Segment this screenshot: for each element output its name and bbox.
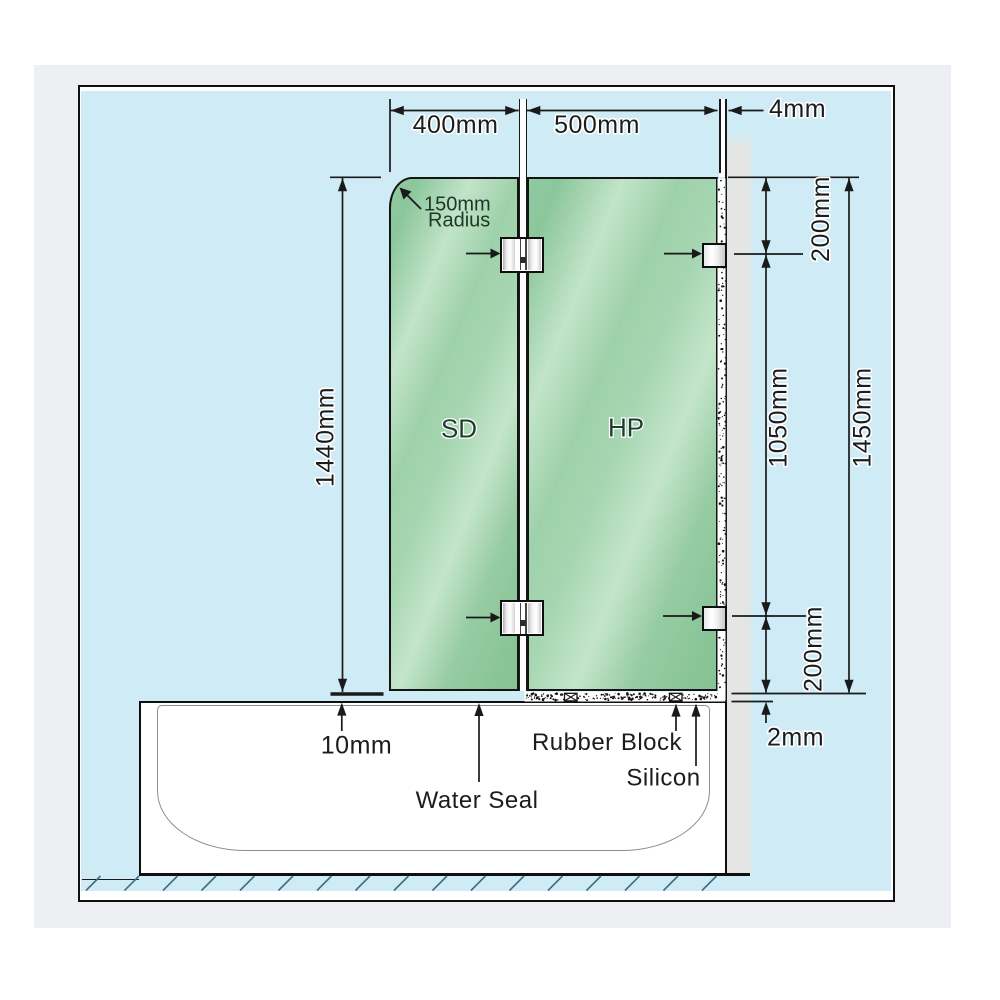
svg-text:10mm: 10mm bbox=[321, 732, 392, 760]
svg-text:400mm: 400mm bbox=[413, 111, 499, 139]
svg-text:1440mm: 1440mm bbox=[312, 387, 340, 487]
svg-text:Silicon: Silicon bbox=[626, 765, 700, 792]
svg-text:4mm: 4mm bbox=[769, 95, 826, 123]
svg-text:SD: SD bbox=[441, 414, 477, 444]
svg-text:1050mm: 1050mm bbox=[765, 367, 793, 467]
svg-text:200mm: 200mm bbox=[807, 176, 835, 262]
svg-text:200mm: 200mm bbox=[800, 606, 828, 692]
svg-text:2mm: 2mm bbox=[767, 724, 824, 752]
svg-text:500mm: 500mm bbox=[554, 111, 640, 139]
svg-text:Radius: Radius bbox=[428, 210, 490, 232]
svg-text:Water Seal: Water Seal bbox=[416, 787, 539, 814]
svg-text:150mm: 150mm bbox=[424, 194, 491, 216]
svg-text:HP: HP bbox=[608, 413, 644, 443]
svg-text:Rubber Block: Rubber Block bbox=[532, 729, 683, 756]
svg-text:1450mm: 1450mm bbox=[849, 367, 877, 467]
